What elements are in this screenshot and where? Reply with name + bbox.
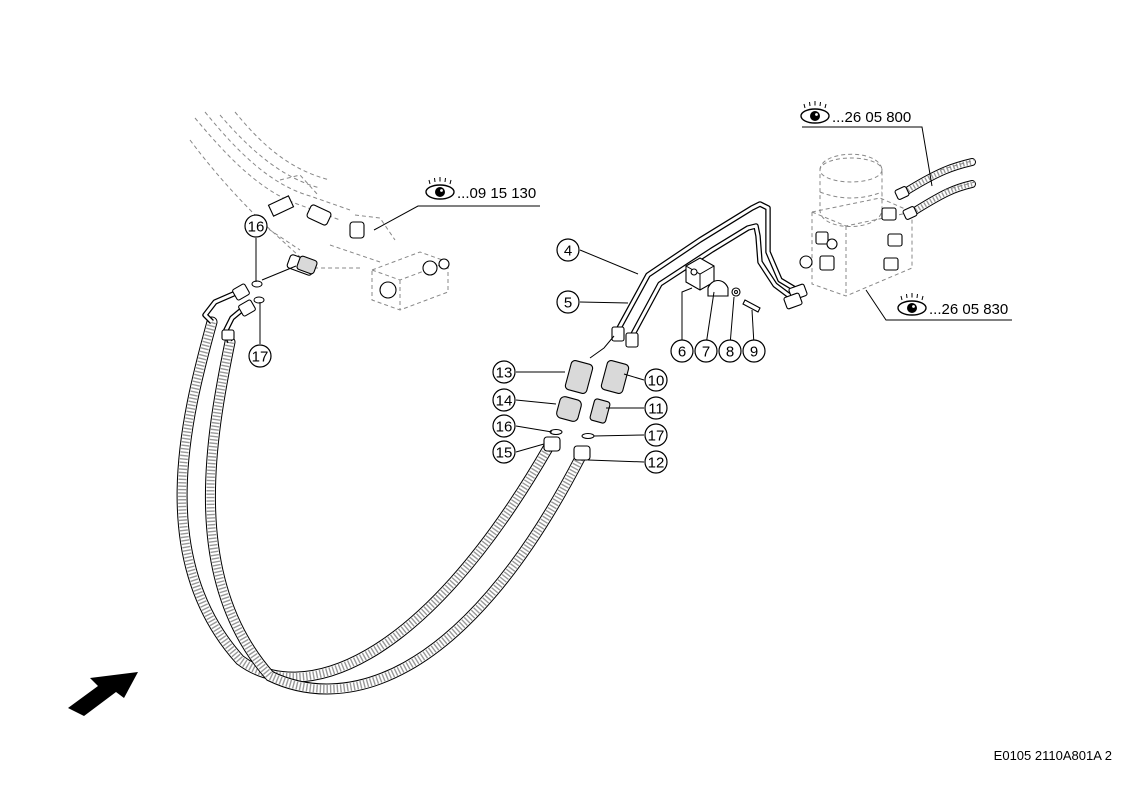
svg-text:...09 15 130: ...09 15 130 <box>457 185 536 202</box>
callout-9: 9 <box>742 339 766 363</box>
rigid-pipes <box>611 201 808 348</box>
callout-12: 12 <box>644 450 668 474</box>
reference-09-15-130: ...09 15 130 <box>425 177 536 202</box>
svg-text:4: 4 <box>564 243 572 260</box>
callout-5: 5 <box>556 290 580 314</box>
dashed-context-lines <box>189 111 396 269</box>
callout-13: 13 <box>492 360 516 384</box>
callout-8: 8 <box>718 339 742 363</box>
leader-lines <box>255 126 1012 463</box>
callout-15: 15 <box>492 440 516 464</box>
svg-text:...26 05 800: ...26 05 800 <box>832 109 911 126</box>
eye-icon <box>800 101 830 124</box>
svg-text:6: 6 <box>678 344 686 361</box>
callout-17-left: 17 <box>248 344 272 368</box>
callout-6: 6 <box>670 339 694 363</box>
svg-text:17: 17 <box>648 428 665 445</box>
left-hose-pair <box>176 283 586 695</box>
svg-text:11: 11 <box>648 401 664 418</box>
svg-text:9: 9 <box>750 344 758 361</box>
svg-text:13: 13 <box>496 365 513 382</box>
accumulator-valve-block <box>799 153 976 297</box>
quick-couplings <box>543 360 630 461</box>
callouts: 4 5 6 7 8 9 10 11 12 13 14 15 16 17 16 1… <box>244 214 766 474</box>
svg-text:12: 12 <box>648 455 665 472</box>
callout-7: 7 <box>694 339 718 363</box>
callout-4: 4 <box>556 238 580 262</box>
svg-text:...26 05 830: ...26 05 830 <box>929 301 1008 318</box>
svg-text:14: 14 <box>496 393 513 410</box>
left-o-rings <box>251 280 265 304</box>
eye-icon <box>425 177 455 200</box>
svg-text:7: 7 <box>702 344 710 361</box>
callout-11: 11 <box>644 396 668 420</box>
control-valve-block <box>371 251 450 311</box>
eye-icon <box>897 293 927 316</box>
svg-text:5: 5 <box>564 295 572 312</box>
reference-26-05-800: ...26 05 800 <box>800 101 911 126</box>
direction-arrow-icon <box>68 672 138 716</box>
svg-text:8: 8 <box>726 344 734 361</box>
drawing-code: E0105 2110A801A 2 <box>994 748 1112 763</box>
svg-text:15: 15 <box>496 445 513 462</box>
callout-16-left: 16 <box>244 214 268 238</box>
svg-text:17: 17 <box>252 349 269 366</box>
callout-10: 10 <box>644 368 668 392</box>
svg-text:10: 10 <box>648 373 665 390</box>
svg-text:16: 16 <box>248 219 265 236</box>
callout-17: 17 <box>644 423 668 447</box>
clamp-assembly <box>685 257 761 313</box>
callout-16: 16 <box>492 414 516 438</box>
reference-26-05-830: ...26 05 830 <box>897 293 1008 318</box>
upper-left-fittings <box>261 195 365 281</box>
svg-text:16: 16 <box>496 419 513 436</box>
callout-14: 14 <box>492 388 516 412</box>
